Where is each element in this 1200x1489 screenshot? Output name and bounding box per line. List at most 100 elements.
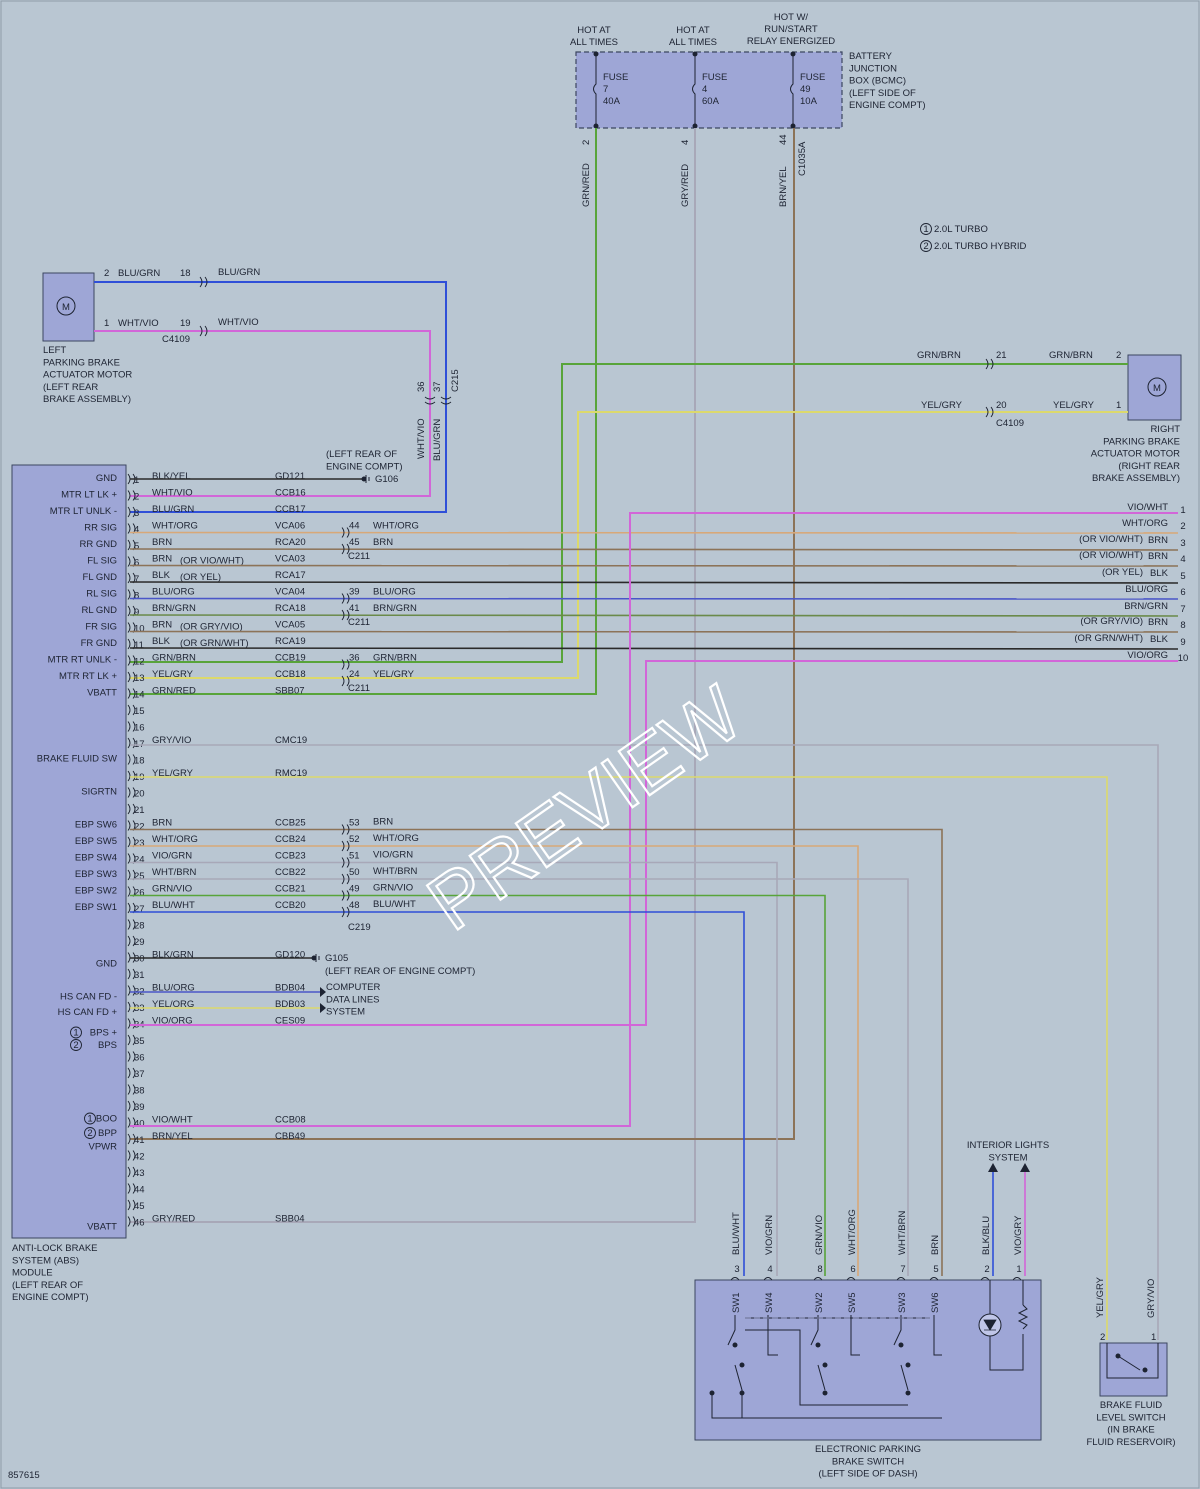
battery-box-label: (LEFT SIDE OF <box>849 88 916 99</box>
abs-wire-label: GRY/VIO <box>152 735 191 746</box>
variant-num: 1 <box>73 1028 78 1039</box>
fuse-pin: 4 <box>680 140 691 145</box>
epb-label: ELECTRONIC PARKING <box>815 1444 921 1455</box>
abs-signal: BPS <box>98 1040 117 1051</box>
abs-signal: VPWR <box>89 1142 118 1153</box>
diode-icon <box>983 1319 997 1331</box>
wire-label: YEL/GRY <box>1053 400 1095 411</box>
connector-c215 <box>440 396 452 405</box>
fuse-wire-label: BRN/YEL <box>778 166 789 207</box>
legend-num: 2 <box>923 241 928 252</box>
epb-pin: 3 <box>734 1264 739 1275</box>
abs-pin-connector <box>127 1018 136 1029</box>
arrow-icon <box>988 1163 1030 1172</box>
connector-c211 <box>341 593 350 604</box>
ground-id: G106 <box>375 474 398 485</box>
switch-contact-dot <box>739 1390 745 1396</box>
abs-signal: GND <box>96 959 117 970</box>
variant-num: 2 <box>87 1128 92 1139</box>
computer-data-label: SYSTEM <box>326 1007 365 1018</box>
abs-signal: BOO <box>96 1114 117 1125</box>
right-motor-label: ACTUATOR MOTOR <box>1091 449 1180 460</box>
abs-pin-connector <box>127 737 136 749</box>
legend-num: 1 <box>923 224 928 235</box>
connector-label: C4109 <box>162 334 190 345</box>
hot-label: RUN/START <box>764 24 818 35</box>
c211-pin: 39 <box>349 587 360 598</box>
abs-alt-wire: (OR GRN/WHT) <box>180 638 249 649</box>
edge-pin: 7 <box>1180 604 1185 615</box>
abs-pin: 2 <box>134 492 139 503</box>
hot-label: HOT W/ <box>774 12 808 23</box>
c211-label: C211 <box>348 683 370 694</box>
wire-label: GRN/BRN <box>1049 350 1093 361</box>
abs-pin: 43 <box>134 1168 145 1179</box>
abs-circuit: CCB25 <box>275 818 306 829</box>
abs-signal: SIGRTN <box>81 787 117 798</box>
abs-to-edge-wire <box>129 581 1179 584</box>
conn-pin: 18 <box>180 268 191 279</box>
epb-pin-connector <box>896 1277 906 1281</box>
edge-pin: 2 <box>1180 521 1185 532</box>
variant-circle <box>70 1026 82 1039</box>
switch-contact-dot <box>1142 1367 1148 1373</box>
edge-pin: 5 <box>1180 571 1185 582</box>
abs-label: ANTI-LOCK BRAKE <box>12 1243 98 1254</box>
epb-wire <box>130 861 778 1276</box>
wire-label: WHT/VIO <box>416 418 427 459</box>
epb-wire-label: VIO/GRY <box>1013 1215 1024 1255</box>
switch-contact-dot <box>905 1362 911 1368</box>
edge-alt-wire: (OR VIO/WHT) <box>1079 534 1143 545</box>
c211-pin: 45 <box>349 537 360 548</box>
fluid-switch-label: BRAKE FLUID <box>1100 1400 1162 1411</box>
abs-pin: 27 <box>134 904 145 915</box>
ground-dot <box>361 476 367 482</box>
connector-c211 <box>341 675 350 687</box>
abs-to-edge-wire <box>129 630 1179 633</box>
epb-pin: 2 <box>984 1264 989 1275</box>
abs-signal: BPP <box>98 1128 117 1139</box>
c211-pin: 24 <box>349 669 360 680</box>
battery-junction-box <box>575 51 843 129</box>
fuse-icon <box>593 56 597 124</box>
wire-gry-vio <box>130 744 1159 1340</box>
abs-circuit: RCA18 <box>275 603 306 614</box>
left-motor-label: (LEFT REAR <box>43 382 98 393</box>
variant-circle <box>84 1127 96 1139</box>
abs-pin: 8 <box>134 591 139 602</box>
battery-box-label: BOX (BCMC) <box>849 76 906 87</box>
interior-light-circuit <box>989 1280 1024 1371</box>
abs-circuit: RCA20 <box>275 537 306 548</box>
battery-box-label: ENGINE COMPT) <box>849 100 926 111</box>
abs-signal: GND <box>96 473 117 484</box>
edge-pin: 3 <box>1180 538 1185 549</box>
conn-pin: 21 <box>996 350 1007 361</box>
ground-dot <box>311 955 317 961</box>
abs-label: MODULE <box>12 1268 53 1279</box>
fuse-number: 4 <box>702 84 707 95</box>
abs-pin: 26 <box>134 888 145 899</box>
abs-wire-label: WHT/VIO <box>152 488 193 499</box>
abs-wire-label: BLK/GRN <box>152 950 194 961</box>
epb-sw-label: SW2 <box>814 1292 825 1313</box>
epb-pin: 1 <box>1016 1264 1021 1275</box>
right-motor-label: (RIGHT REAR <box>1118 461 1180 472</box>
abs-signal: RL SIG <box>86 589 117 600</box>
fuse-top-node <box>692 51 698 57</box>
switch-contact-dot <box>898 1342 904 1348</box>
abs-pin-connector <box>127 1199 136 1211</box>
abs-pin-connector <box>127 1150 136 1161</box>
fuse-bottom-node <box>593 123 599 129</box>
fuse-word: FUSE <box>702 72 727 83</box>
motor-symbol: M <box>1153 383 1161 394</box>
edge-alt-wire: (OR GRN/WHT) <box>1074 633 1143 644</box>
conn-pin: 20 <box>996 400 1007 411</box>
abs-signal: MTR LT LK + <box>61 490 117 501</box>
abs-to-edge-wire <box>129 647 1179 650</box>
abs-signal: EBP SW3 <box>75 869 117 880</box>
c211-pin: 41 <box>349 603 360 614</box>
epb-pin-connector <box>980 1277 990 1281</box>
abs-wire-label: BRN/GRN <box>152 603 196 614</box>
epb-sw-label: SW1 <box>731 1292 742 1313</box>
fluid-switch-label: LEVEL SWITCH <box>1096 1412 1165 1423</box>
